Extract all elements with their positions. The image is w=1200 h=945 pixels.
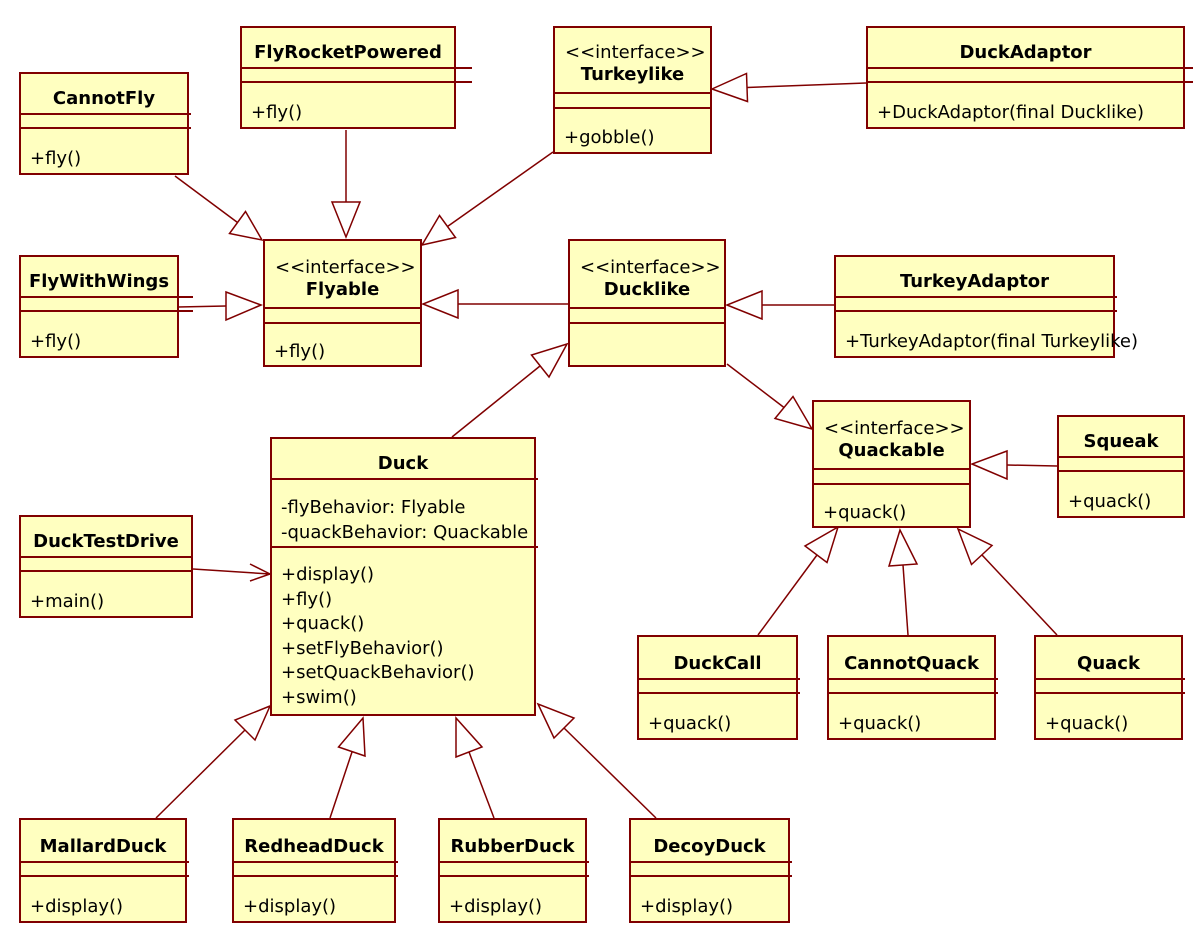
method-quack: +quack() (1068, 491, 1152, 512)
class-duck: Duck -flyBehavior: Flyable -quackBehavio… (270, 437, 538, 716)
method-display: +display() (449, 896, 543, 917)
method-gobble: +gobble() (564, 127, 655, 148)
method-fly: +fly() (30, 148, 82, 169)
class-mallardduck: MallardDuck +display() (19, 818, 189, 923)
class-name: FlyRocketPowered (254, 42, 442, 63)
class-name: Flyable (305, 279, 380, 300)
method-main: +main() (30, 591, 105, 612)
class-name: MallardDuck (39, 836, 167, 857)
class-quack: Quack +quack() (1034, 635, 1185, 740)
class-name: CannotQuack (844, 653, 979, 674)
class-name: RedheadDuck (244, 836, 384, 857)
cannotfly-realizes-flyable-edge (174, 175, 264, 242)
interface-ducklike: <<interface>> Ducklike (568, 239, 726, 367)
ducklike-extends-quackable-edge (726, 363, 814, 431)
method-quack: +quack() (648, 713, 732, 734)
rubberduck-extends-duck-edge (455, 716, 495, 819)
class-duckadaptor: DuckAdaptor +DuckAdaptor(final Ducklike) (866, 26, 1193, 129)
ducklike-extends-flyable-edge (420, 288, 568, 320)
attribute-flybehavior: -flyBehavior: Flyable (281, 497, 466, 518)
class-flywithwings: FlyWithWings +fly() (19, 255, 193, 358)
turkeylike-realizes-flyable-edge (420, 151, 554, 247)
method-setflybehavior: +setFlyBehavior() (281, 637, 444, 659)
class-cannotquack: CannotQuack +quack() (827, 635, 998, 740)
stereotype-label: <<interface>> (275, 257, 416, 278)
decoyduck-extends-duck-edge (536, 702, 657, 819)
flywithwings-realizes-flyable-edge (177, 290, 264, 322)
class-name: RubberDuck (450, 836, 575, 857)
class-rubberduck: RubberDuck +display() (438, 818, 589, 923)
class-name: TurkeyAdaptor (899, 271, 1050, 292)
method-turkeyadaptor: +TurkeyAdaptor(final Turkeylike) (845, 331, 1138, 352)
cannotquack-realizes-quackable-edge (887, 527, 919, 636)
stereotype-label: <<interface>> (565, 42, 706, 63)
class-name: Squeak (1083, 431, 1159, 452)
class-turkeyadaptor: TurkeyAdaptor +TurkeyAdaptor(final Turke… (834, 255, 1138, 358)
turkeyadaptor-realizes-ducklike-edge (724, 289, 834, 321)
ducktestdrive-uses-duck-edge (192, 563, 272, 582)
class-name: DuckTestDrive (33, 531, 179, 552)
method-display: +display() (30, 896, 124, 917)
method-fly: +fly() (251, 102, 303, 123)
class-name: DecoyDuck (653, 836, 766, 857)
stereotype-label: <<interface>> (824, 418, 965, 439)
interface-flyable: <<interface>> Flyable +fly() (263, 239, 422, 367)
method-fly: +fly() (281, 588, 333, 610)
class-redheadduck: RedheadDuck +display() (232, 818, 398, 923)
method-quack: +quack() (1045, 713, 1129, 734)
duckadaptor-realizes-turkeylike-edge (709, 72, 867, 103)
class-name: Quackable (838, 440, 945, 461)
method-display: +display() (243, 896, 337, 917)
method-fly: +fly() (30, 331, 82, 352)
redheadduck-extends-duck-edge (329, 716, 366, 819)
method-fly: +fly() (274, 341, 326, 362)
class-name: DuckCall (673, 653, 762, 674)
method-swim: +swim() (281, 686, 357, 708)
quack-realizes-quackable-edge (956, 527, 1058, 636)
duckcall-realizes-quackable-edge (757, 525, 840, 636)
attribute-quackbehavior: -quackBehavior: Quackable (281, 521, 529, 543)
class-turkeylike: <<interface>> Turkeylike +gobble() (553, 26, 712, 154)
method-duckadaptor: +DuckAdaptor(final Ducklike) (877, 102, 1145, 123)
class-squeak: Squeak +quack() (1057, 415, 1185, 518)
class-cannotfly: CannotFly +fly() (19, 72, 191, 175)
stereotype-label: <<interface>> (580, 257, 721, 278)
squeak-realizes-quackable-edge (969, 449, 1058, 481)
mallardduck-extends-duck-edge (155, 704, 272, 819)
method-display: +display() (281, 564, 375, 585)
method-display: +display() (640, 896, 734, 917)
class-name: Quack (1077, 653, 1140, 674)
class-ducktestdrive: DuckTestDrive +main() (19, 515, 193, 618)
class-name: Turkeylike (580, 64, 685, 85)
class-name: Ducklike (603, 279, 691, 300)
class-duckcall: DuckCall +quack() (637, 635, 800, 740)
class-name: DuckAdaptor (959, 42, 1092, 63)
class-decoyduck: DecoyDuck +display() (629, 818, 792, 923)
interface-quackable: <<interface>> Quackable +quack() (812, 400, 971, 528)
method-setquackbehavior: +setQuackBehavior() (281, 662, 475, 684)
method-quack: +quack() (838, 713, 922, 734)
method-quack: +quack() (823, 502, 907, 523)
class-name: CannotFly (52, 88, 156, 109)
flyrocketpowered-realizes-flyable-edge (330, 130, 362, 240)
duck-realizes-ducklike-edge (451, 342, 569, 438)
class-name: Duck (377, 453, 429, 474)
class-name: FlyWithWings (28, 271, 170, 292)
method-quack: +quack() (281, 613, 365, 635)
class-flyrocketpowered: FlyRocketPowered +fly() (240, 26, 472, 129)
